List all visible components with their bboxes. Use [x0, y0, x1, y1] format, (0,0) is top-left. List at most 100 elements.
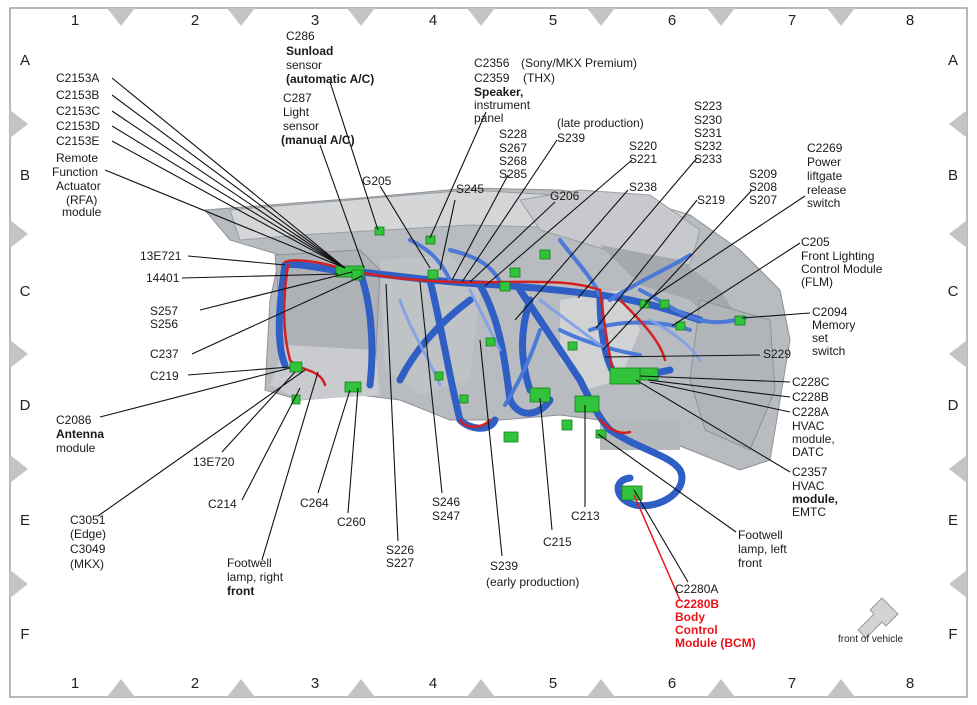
label-c228b: C228B	[792, 390, 829, 404]
label-edge: (Edge)	[70, 527, 106, 541]
label-hvac-emtc: module,	[792, 492, 838, 506]
label-hvac-datc: HVAC	[792, 419, 825, 433]
label-c3051: C3051	[70, 513, 106, 527]
label-rfa: Remote	[56, 151, 98, 165]
leader-lines	[97, 77, 811, 583]
grid-row-label: C	[20, 283, 31, 300]
grid-row-labels-right: A B C D E F	[948, 52, 959, 643]
grid-row-label: B	[20, 167, 30, 184]
grid-col-label: 6	[668, 12, 676, 29]
label-s256: S256	[150, 317, 178, 331]
label-s207: S207	[749, 193, 777, 207]
label-c205: C205	[801, 235, 830, 249]
grid-col-label: 5	[549, 12, 557, 29]
grid-column-labels-top: 1 2 3 4 5 6 7 8	[71, 12, 914, 29]
grid-col-label: 2	[191, 675, 199, 692]
grid-col-label: 1	[71, 675, 79, 692]
label-c237: C237	[150, 347, 179, 361]
label-flm: (FLM)	[801, 275, 833, 289]
label-c2269: C2269	[807, 141, 843, 155]
connectors	[289, 226, 746, 501]
label-s228: S228	[499, 127, 527, 141]
front-arrow-icon	[857, 597, 899, 639]
label-13e721: 13E721	[140, 249, 182, 263]
label-s227: S227	[386, 556, 414, 570]
label-bcm: C2280B	[675, 597, 719, 611]
label-hvac-emtc: HVAC	[792, 479, 825, 493]
grid-col-label: 7	[788, 12, 796, 29]
label-s238: S238	[629, 180, 657, 194]
callout-labels: C2153A C2153B C2153C C2153D C2153E Remot…	[52, 29, 883, 650]
label-s209: S209	[749, 167, 777, 181]
label-footwell-right: front	[227, 584, 254, 598]
label-s239-top: S239	[557, 131, 585, 145]
label-liftgate: liftgate	[807, 169, 843, 183]
label-s267: S267	[499, 141, 527, 155]
label-c2153c: C2153C	[56, 104, 100, 118]
label-footwell-right: Footwell	[227, 556, 272, 570]
label-c2359: C2359	[474, 71, 510, 85]
label-rfa: (RFA)	[66, 193, 97, 207]
label-s285: S285	[499, 167, 527, 181]
grid-col-label: 5	[549, 675, 557, 692]
grid-column-labels-bottom: 1 2 3 4 5 6 7 8	[71, 675, 914, 692]
label-late-production: (late production)	[557, 116, 644, 130]
label-s223: S223	[694, 99, 722, 113]
label-bcm: Body	[675, 610, 705, 624]
label-hvac-datc: module,	[792, 432, 835, 446]
label-c213: C213	[571, 509, 600, 523]
grid-col-label: 2	[191, 12, 199, 29]
label-rfa: module	[62, 205, 102, 219]
label-light-sensor: sensor	[283, 119, 319, 133]
grid-row-label: F	[20, 626, 29, 643]
grid-row-label: D	[948, 397, 959, 414]
grid-col-label: 1	[71, 12, 79, 29]
grid-row-label: F	[948, 626, 957, 643]
label-g205: G205	[362, 174, 392, 188]
label-c2094: C2094	[812, 305, 848, 319]
label-c2153d: C2153D	[56, 119, 100, 133]
grid-row-label: D	[20, 397, 31, 414]
label-antenna: module	[56, 441, 96, 455]
label-s229: S229	[763, 347, 791, 361]
label-c286: C286	[286, 29, 315, 43]
label-hvac-emtc: EMTC	[792, 505, 826, 519]
front-of-vehicle-indicator: front of vehicle	[838, 597, 903, 645]
label-c2153e: C2153E	[56, 134, 99, 148]
grid-row-labels-left: A B C D E F	[20, 52, 31, 643]
label-bcm: Module (BCM)	[675, 636, 756, 650]
label-early-production: (early production)	[486, 575, 579, 589]
grid-row-label: A	[20, 52, 30, 69]
label-light-sensor: Light	[283, 105, 310, 119]
grid-col-label: 4	[429, 675, 437, 692]
label-footwell-left: front	[738, 556, 763, 570]
grid-col-label: 8	[906, 675, 914, 692]
grid-col-label: 7	[788, 675, 796, 692]
label-c2153a: C2153A	[56, 71, 99, 85]
label-c2357: C2357	[792, 465, 828, 479]
grid-row-label: E	[948, 512, 958, 529]
label-memory-set: set	[812, 331, 829, 345]
label-s221: S221	[629, 152, 657, 166]
grid-row-label: A	[948, 52, 958, 69]
label-liftgate: release	[807, 183, 847, 197]
label-c214: C214	[208, 497, 237, 511]
label-s245: S245	[456, 182, 484, 196]
label-memory-set: Memory	[812, 318, 855, 332]
label-s268: S268	[499, 154, 527, 168]
label-c2086: C2086	[56, 413, 92, 427]
grid-row-label: C	[948, 283, 959, 300]
label-footwell-right: lamp, right	[227, 570, 284, 584]
label-c2356: C2356	[474, 56, 510, 70]
label-s239-bottom: S239	[490, 559, 518, 573]
label-mkx: (MKX)	[70, 557, 104, 571]
label-flm: Front Lighting	[801, 249, 874, 263]
grid-col-label: 6	[668, 675, 676, 692]
grid-col-label: 3	[311, 12, 319, 29]
label-c215: C215	[543, 535, 572, 549]
label-c228c: C228C	[792, 375, 830, 389]
grid-col-label: 4	[429, 12, 437, 29]
label-c287: C287	[283, 91, 312, 105]
label-c260: C260	[337, 515, 366, 529]
label-c3049: C3049	[70, 542, 106, 556]
